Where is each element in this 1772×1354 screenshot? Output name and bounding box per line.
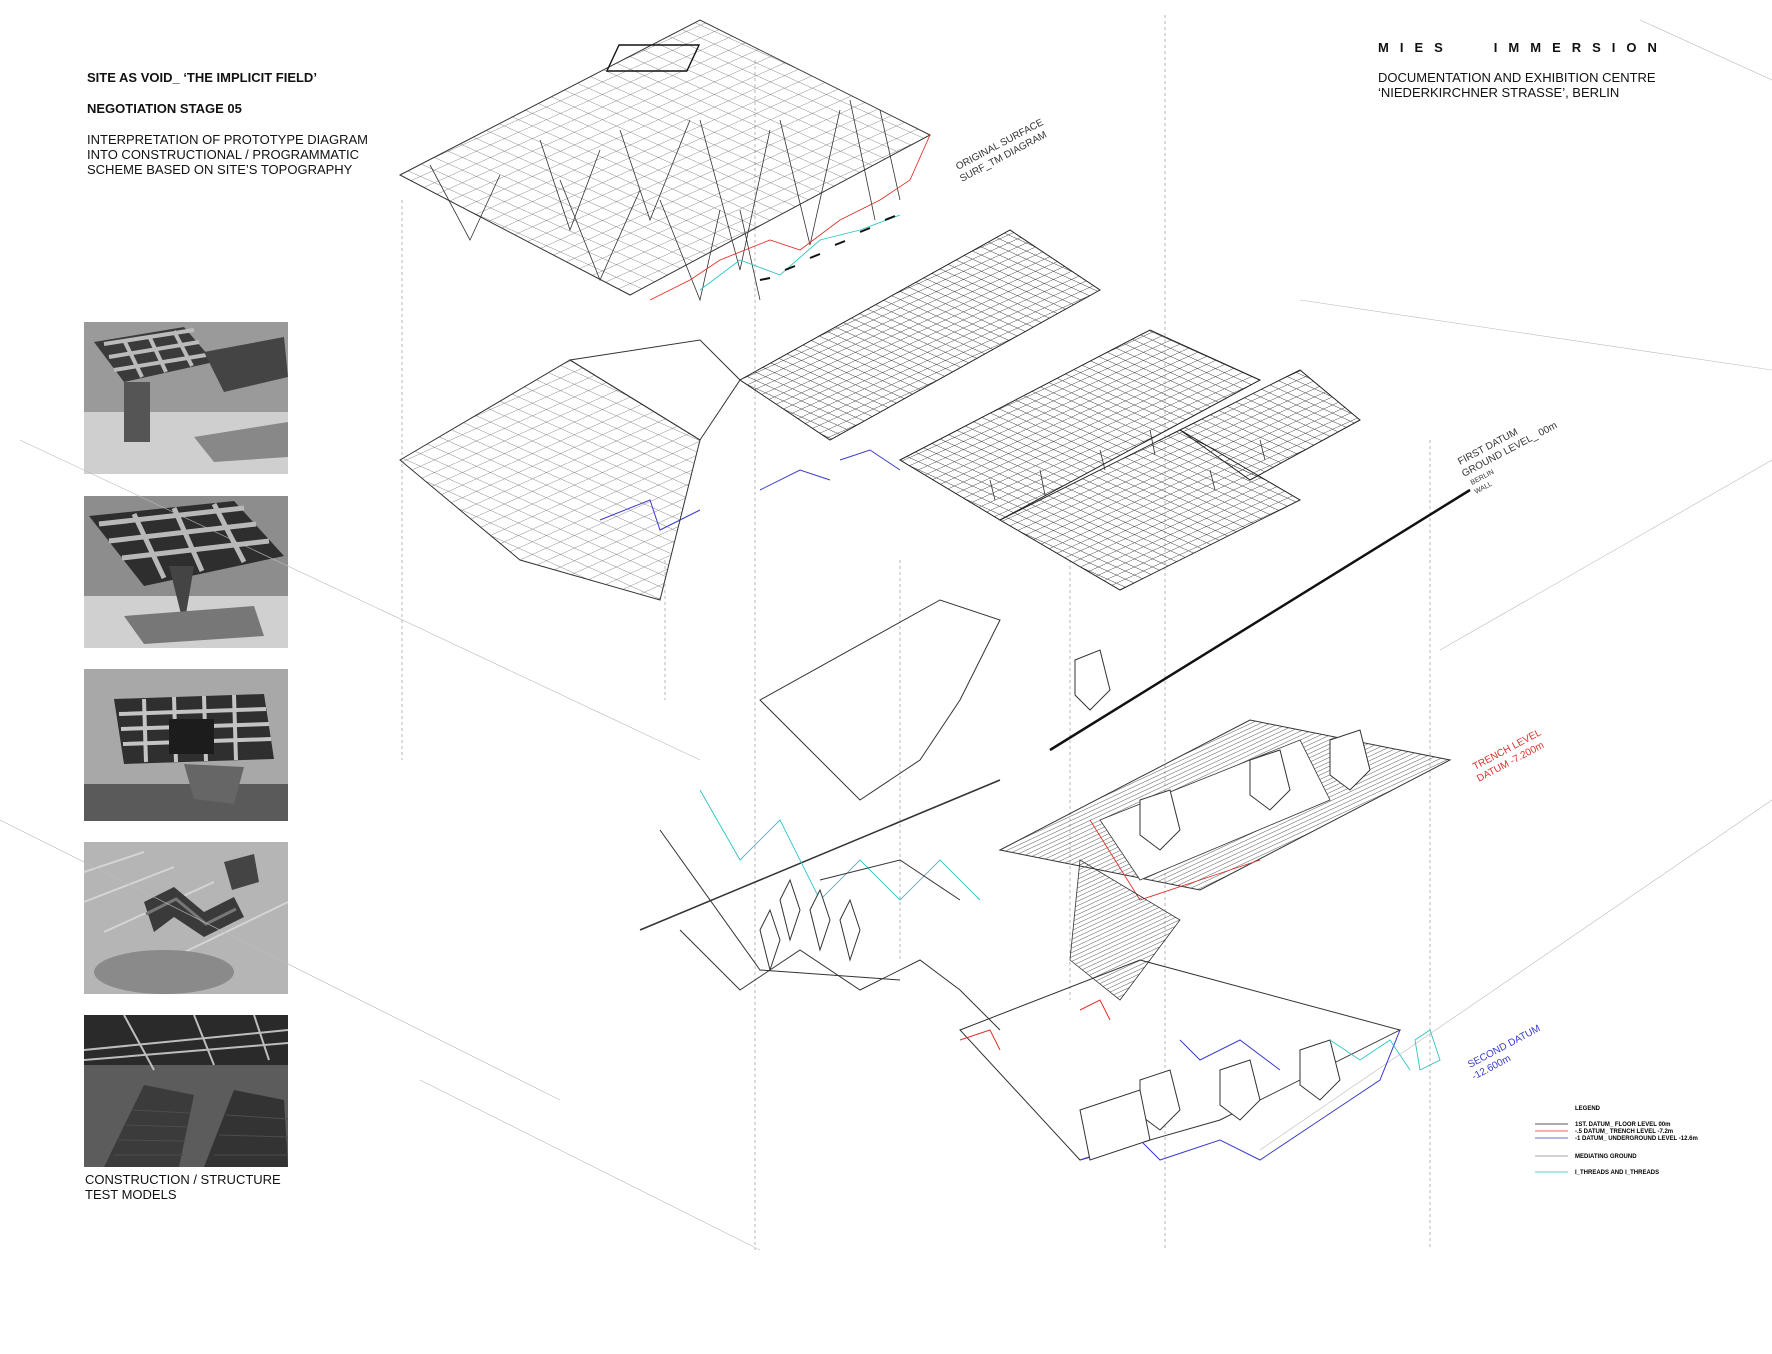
guide-lines (0, 19, 1772, 1251)
plan-key-icon (605, 44, 701, 72)
stage-label: NEGOTIATION STAGE 05 (87, 101, 242, 116)
project-title: MIES IMMERSION (1378, 40, 1668, 55)
threads (699, 789, 1411, 1071)
projection-lines (401, 15, 1431, 1250)
description-line: INTO CONSTRUCTIONAL / PROGRAMMATIC (87, 147, 360, 162)
model-photo-3-image (84, 669, 288, 821)
model-photo-4-image (84, 842, 288, 994)
caption-line: TEST MODELS (85, 1187, 177, 1202)
model-photo-5 (84, 1015, 288, 1167)
original-surface-layer (398, 19, 932, 302)
subtitle-line: DOCUMENTATION AND EXHIBITION CENTRE (1378, 70, 1656, 85)
model-photo-1-image (84, 322, 288, 474)
legend-item: I_THREADS AND I_THREADS (1575, 1170, 1659, 1176)
underground-layer (959, 859, 1441, 1161)
project-subtitle: DOCUMENTATION AND EXHIBITION CENTRE ‘NIE… (1378, 70, 1656, 100)
legend-title: LEGEND (1575, 1106, 1601, 1112)
model-photo-2 (84, 496, 288, 648)
model-photo-1 (84, 322, 288, 474)
model-photo-2-image (84, 496, 288, 648)
mediating-ground-layer (399, 229, 1361, 601)
legend-item: MEDIATING GROUND (1575, 1154, 1637, 1160)
model-photo-5-image (84, 1015, 288, 1167)
legend-item: 1ST. DATUM_ FLOOR LEVEL 00m (1575, 1122, 1670, 1128)
legend: LEGEND 1ST. DATUM_ FLOOR LEVEL 00m -.5 D… (1535, 1106, 1698, 1176)
legend-item: -1 DATUM_ UNDERGROUND LEVEL -12.6m (1575, 1136, 1698, 1142)
description-line: INTERPRETATION OF PROTOTYPE DIAGRAM (87, 132, 368, 147)
caption-line: CONSTRUCTION / STRUCTURE (85, 1172, 281, 1187)
project-word-2: IMMERSION (1493, 40, 1668, 55)
subtitle-line: ‘NIEDERKIRCHNER STRASSE’, BERLIN (1378, 85, 1620, 100)
legend-item: -.5 DATUM_ TRENCH LEVEL -7.2m (1575, 1129, 1673, 1135)
project-word-1: MIES (1378, 40, 1454, 55)
description-line: SCHEME BASED ON SITE’S TOPOGRAPHY (87, 162, 353, 177)
lower-terrain (659, 829, 1001, 1031)
model-photo-4 (84, 842, 288, 994)
photo-caption: CONSTRUCTION / STRUCTURE TEST MODELS (85, 1172, 281, 1202)
trench-level-layer (759, 599, 1452, 901)
sheet-title: SITE AS VOID_ ‘THE IMPLICIT FIELD’ (87, 70, 317, 85)
berlin-wall-line (1049, 488, 1471, 752)
model-photo-3 (84, 669, 288, 821)
description-block: INTERPRETATION OF PROTOTYPE DIAGRAM INTO… (87, 132, 417, 177)
